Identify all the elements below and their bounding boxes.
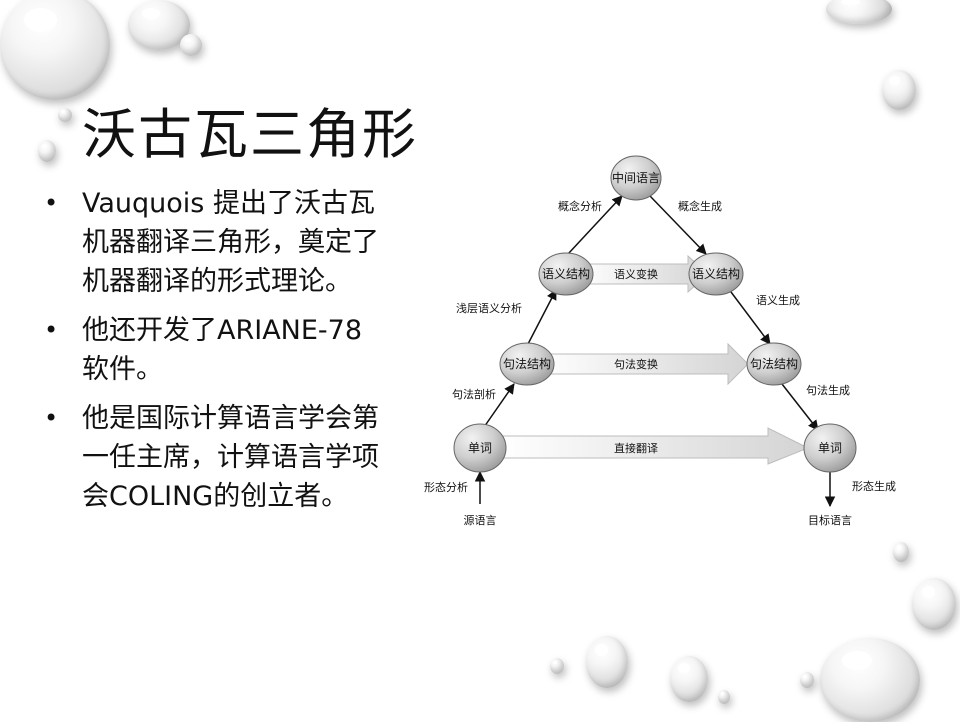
direct-translation-label: 直接翻译 [614,441,658,455]
water-drop-decoration [586,636,628,688]
water-drop-decoration [180,34,202,56]
morph-generation-label: 形态生成 [852,479,896,493]
bullet-item: • 他是国际计算语言学会第一任主席，计算语言学项会COLING的创立者。 [44,399,384,516]
water-drop-decoration [38,140,56,162]
water-drop-decoration [0,0,110,100]
node-word-left-label: 单词 [468,441,492,455]
bullet-text: 他是国际计算语言学会第一任主席，计算语言学项会COLING的创立者。 [82,403,379,512]
bullet-text: 他还开发了ARIANE-78软件。 [82,315,362,385]
node-word-right-label: 单词 [818,441,842,455]
diagram-svg: 中间语言 语义结构 语义结构 句法结构 句法结构 单词 单词 语义变换 句法变换… [410,150,910,540]
water-drop-decoration [58,108,72,122]
bullet-dot-icon: • [44,399,58,438]
water-drop-decoration [718,690,730,704]
water-drop-decoration [670,656,708,702]
bullet-text: Vauquois 提出了沃古瓦机器翻译三角形，奠定了机器翻译的形式理论。 [82,188,379,297]
bullet-dot-icon: • [44,311,58,350]
concept-generation-label: 概念生成 [678,199,722,213]
concept-analysis-label: 概念分析 [558,199,602,213]
water-drop-decoration [550,658,564,674]
bullet-item: • 他还开发了ARIANE-78软件。 [44,311,384,389]
water-drop-decoration [800,672,814,688]
semantic-generation-label: 语义生成 [756,293,800,307]
node-semantic-right-label: 语义结构 [692,266,740,281]
syntax-transfer-label: 句法变换 [614,357,658,371]
vauquois-triangle-diagram: 中间语言 语义结构 语义结构 句法结构 句法结构 单词 单词 语义变换 句法变换… [410,150,910,540]
arrow-shallow-semantic-analysis [528,290,556,344]
node-syntax-right-label: 句法结构 [750,356,798,371]
node-syntax-left-label: 句法结构 [503,356,551,371]
source-language-label: 源语言 [464,513,497,527]
shallow-semantic-analysis-label: 浅层语义分析 [456,301,522,315]
syntax-parsing-label: 句法剖析 [452,387,496,401]
water-drop-decoration [912,578,956,630]
water-drop-decoration [882,70,916,110]
bullet-item: • Vauquois 提出了沃古瓦机器翻译三角形，奠定了机器翻译的形式理论。 [44,184,384,301]
water-drop-decoration [826,0,892,24]
water-drop-decoration [820,638,920,722]
bullet-list: • Vauquois 提出了沃古瓦机器翻译三角形，奠定了机器翻译的形式理论。 •… [44,184,384,526]
water-drop-decoration [893,542,909,562]
semantic-transfer-label: 语义变换 [614,267,658,281]
morph-analysis-label: 形态分析 [424,480,468,494]
syntax-generation-label: 句法生成 [806,383,850,397]
node-semantic-left-label: 语义结构 [542,266,590,281]
bullet-dot-icon: • [44,184,58,223]
node-interlingua-label: 中间语言 [612,170,660,185]
slide-title: 沃古瓦三角形 [82,90,418,169]
target-language-label: 目标语言 [808,513,852,527]
